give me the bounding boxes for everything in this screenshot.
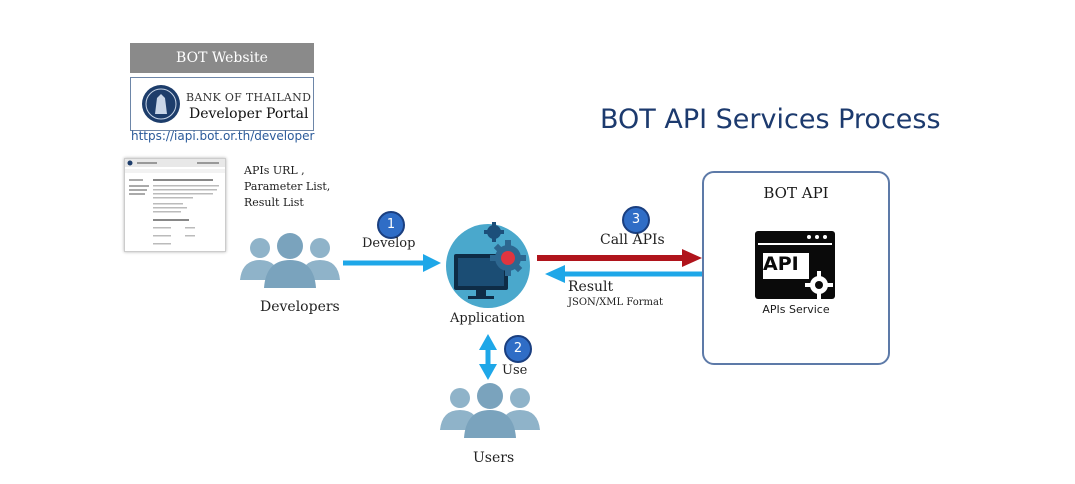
apis-service-label: APIs Service bbox=[762, 303, 830, 316]
application-icon[interactable] bbox=[438, 218, 538, 308]
step-2-badge: 2 bbox=[504, 335, 532, 363]
docs-page-icon bbox=[125, 159, 225, 245]
step-3-badge: 3 bbox=[622, 206, 650, 234]
doc-info-item: Result List bbox=[244, 196, 304, 209]
bot-website-header: BOT Website bbox=[130, 43, 314, 73]
page-title: BOT API Services Process bbox=[600, 104, 941, 135]
develop-arrow bbox=[343, 254, 441, 272]
api-window-icon bbox=[755, 231, 835, 299]
result-label: Result bbox=[568, 279, 614, 295]
api-icon-text: API bbox=[763, 253, 799, 275]
bot-api-box[interactable]: BOT API API APIs Service bbox=[702, 171, 890, 365]
step-1-badge: 1 bbox=[377, 211, 405, 239]
result-format: JSON/XML Format bbox=[568, 297, 664, 308]
doc-info-item: APIs URL , bbox=[244, 164, 305, 177]
users-label: Users bbox=[473, 450, 515, 466]
call-apis-arrow bbox=[537, 249, 702, 267]
doc-info-item: Parameter List, bbox=[244, 180, 331, 193]
developer-portal-logo[interactable]: BANK OF THAILAND Developer Portal bbox=[130, 77, 314, 131]
result-arrow bbox=[545, 265, 702, 283]
api-docs-thumbnail bbox=[124, 158, 226, 252]
use-arrow bbox=[479, 334, 497, 380]
developers-group-icon bbox=[240, 233, 340, 288]
portal-name: Developer Portal bbox=[189, 106, 309, 122]
docs-info-list: APIs URL , Parameter List, Result List bbox=[244, 163, 330, 211]
bot-api-title: BOT API bbox=[763, 184, 829, 202]
bank-seal-icon bbox=[142, 85, 180, 123]
step-1-label: Develop bbox=[362, 236, 416, 251]
step-3-label: Call APIs bbox=[600, 232, 665, 248]
developers-label: Developers bbox=[260, 299, 340, 315]
step-2-label: Use bbox=[502, 363, 528, 378]
users-group-icon bbox=[440, 383, 540, 438]
application-label: Application bbox=[450, 311, 525, 326]
portal-url-link[interactable]: https://iapi.bot.or.th/developer bbox=[131, 129, 315, 143]
bank-name: BANK OF THAILAND bbox=[186, 91, 312, 104]
